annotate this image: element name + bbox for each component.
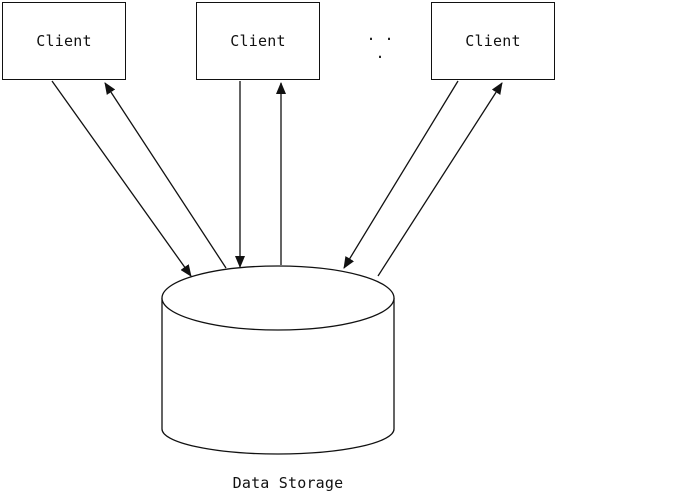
client-box-1: Client — [2, 2, 126, 80]
client-label-1: Client — [36, 32, 91, 50]
arrow-storage-to-client3 — [378, 83, 502, 276]
client-label-3: Client — [465, 32, 520, 50]
data-storage-cylinder — [162, 266, 394, 454]
client-box-2: Client — [196, 2, 320, 80]
data-storage-label: Data Storage — [208, 474, 368, 492]
client-label-2: Client — [230, 32, 285, 50]
more-clients-ellipsis: · · · — [360, 30, 400, 66]
arrow-client1-to-storage — [52, 81, 191, 276]
cylinder-top — [162, 266, 394, 330]
client-box-3: Client — [431, 2, 555, 80]
